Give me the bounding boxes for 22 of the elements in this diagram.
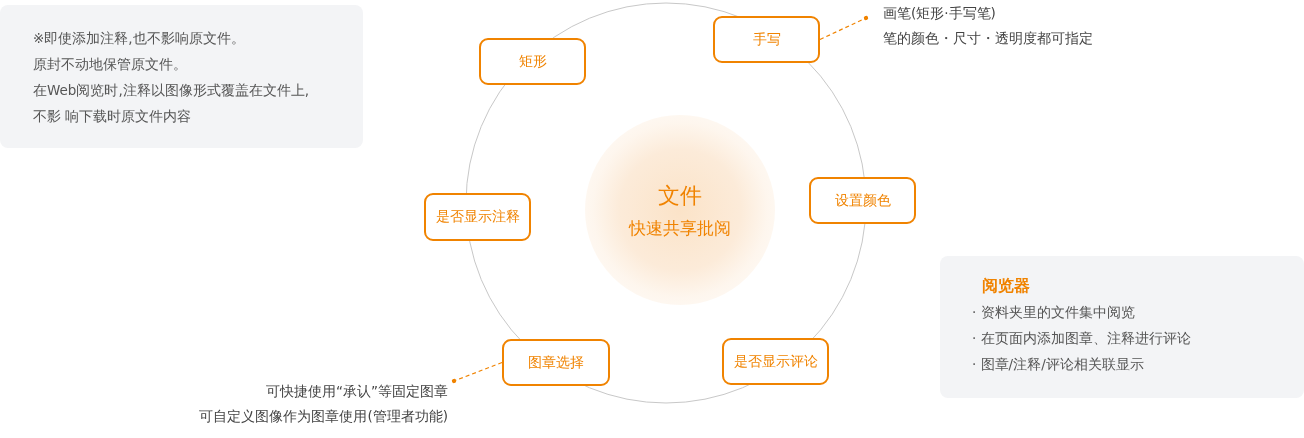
note-text: ※即使添加注释,也不影响原文件。 <box>33 29 245 47</box>
note-text: 不影 响下载时原文件内容 <box>33 107 192 125</box>
note-text: 可自定义图像作为图章使用(管理者功能) <box>199 407 448 425</box>
bullet-item: · 在页面内添加图章、注释进行评论 <box>972 329 1191 347</box>
note-text: 在Web阅览时,注释以图像形式覆盖在文件上, <box>33 81 309 99</box>
note-text: 笔的颜色・尺寸・透明度都可指定 <box>883 29 1093 47</box>
leader-line <box>451 361 503 384</box>
feature-box: 是否显示注释 <box>424 193 531 241</box>
note-text: 可快捷使用“承认”等固定图章 <box>266 382 448 400</box>
bullet-item: · 资料夹里的文件集中阅览 <box>972 303 1135 321</box>
feature-box: 设置颜色 <box>809 177 916 224</box>
bullet-item: · 图章/注释/评论相关联显示 <box>972 355 1144 373</box>
note-text: 画笔(矩形·手写笔) <box>883 4 996 22</box>
feature-box: 矩形 <box>479 38 586 85</box>
note-text: 原封不动地保管原文件。 <box>33 55 187 73</box>
center-subtitle: 快速共享批阅 <box>629 216 731 240</box>
panel-heading: 阅览器 <box>982 276 1030 297</box>
center-title: 文件 <box>658 181 702 210</box>
feature-box: 手写 <box>713 16 820 63</box>
leader-line <box>819 15 869 41</box>
feature-box: 图章选择 <box>502 339 610 386</box>
feature-box: 是否显示评论 <box>722 338 829 385</box>
